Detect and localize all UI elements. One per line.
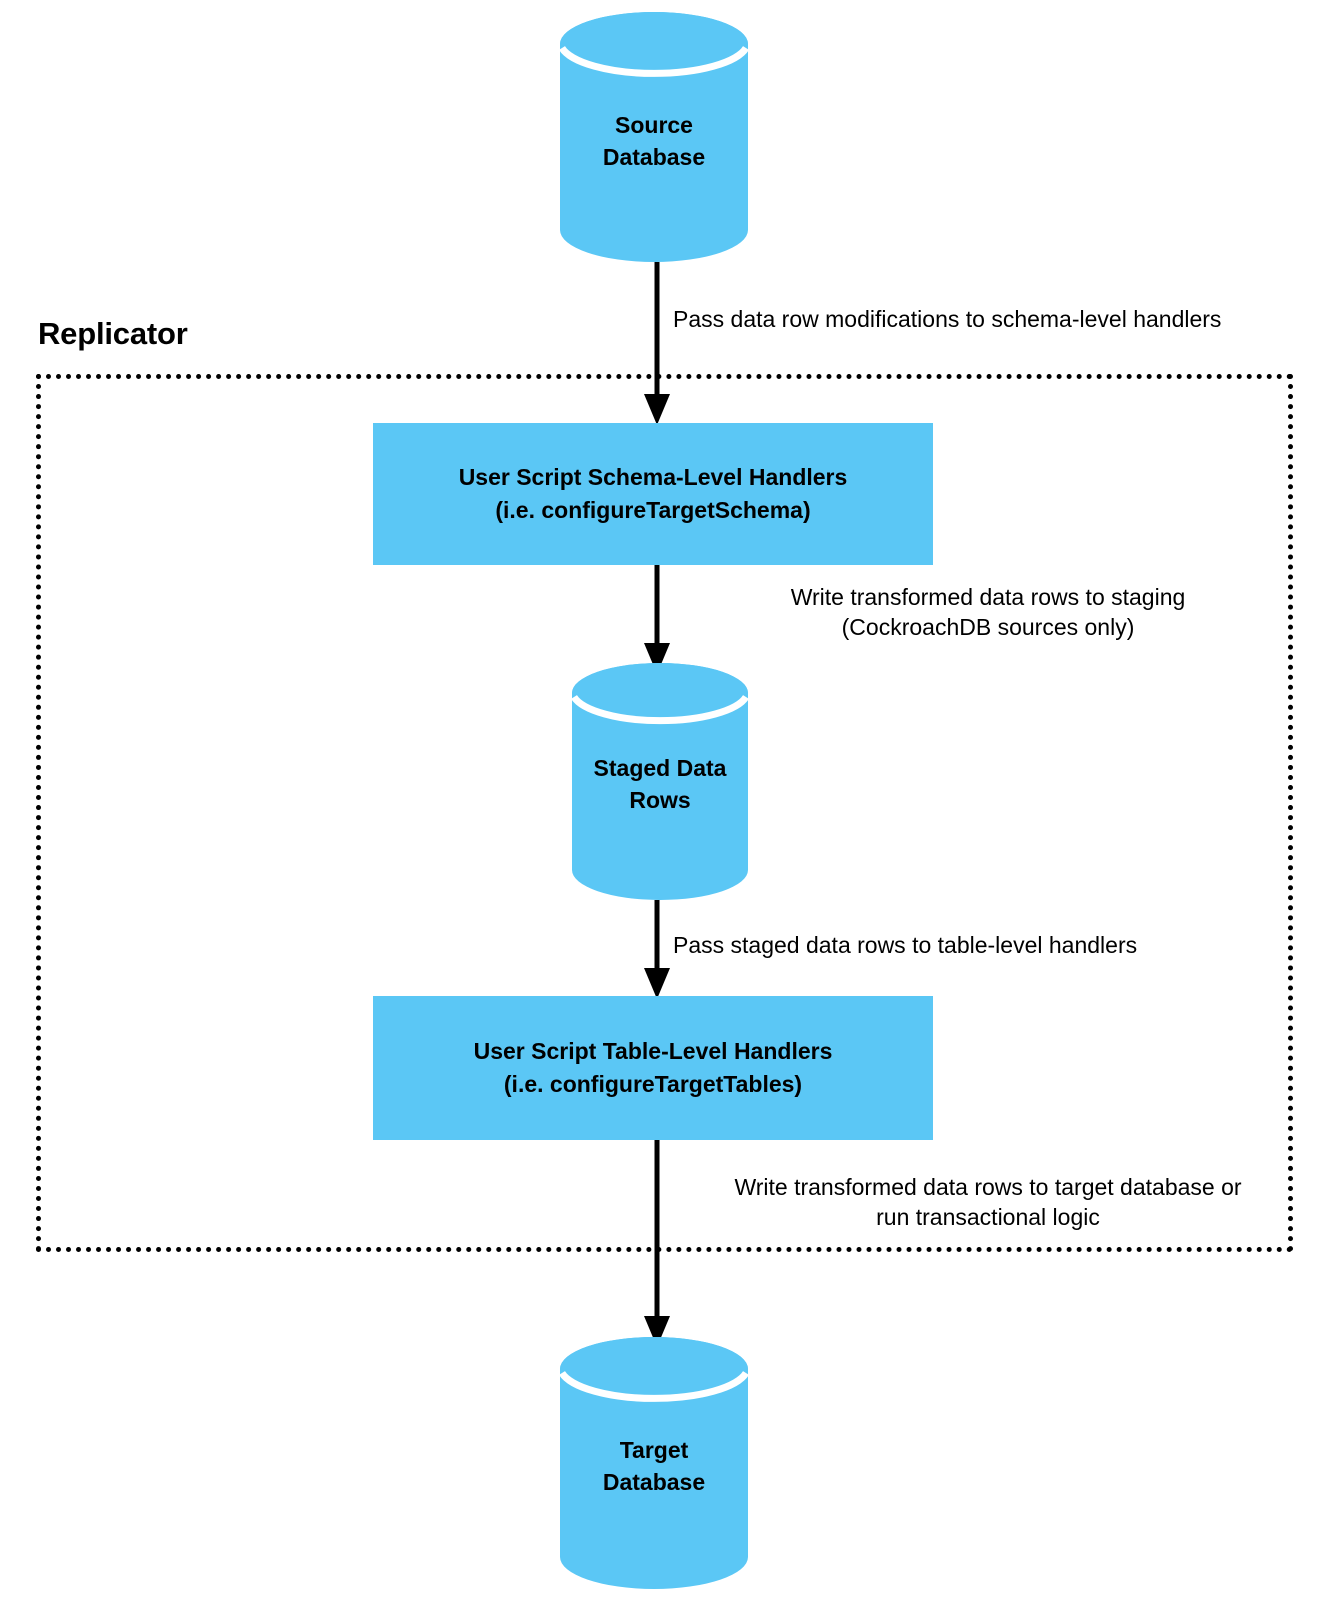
edge-table-handlers-to-target-label: Write transformed data rows to target da… <box>734 1174 1242 1231</box>
edge-staging-to-table-handlers-arrow <box>641 900 673 1000</box>
edge-schema-handlers-to-staging-label: Write transformed data rows to staging (… <box>790 584 1186 641</box>
edge-table-handlers-to-target-arrow <box>641 1140 673 1348</box>
node-target-database-label: Target Database <box>602 1437 706 1495</box>
node-source-database: Source Database <box>559 12 749 262</box>
replicator-boundary-label: Replicator <box>38 316 188 351</box>
node-table-level-handlers-label: User Script Table-Level Handlers (i.e. c… <box>473 1038 833 1097</box>
node-table-level-handlers: User Script Table-Level Handlers (i.e. c… <box>373 996 933 1140</box>
replicator-boundary-box <box>36 374 1293 1252</box>
node-staged-data-rows-label: Staged Data Rows <box>593 755 727 813</box>
edge-staging-to-table-handlers-label: Pass staged data rows to table-level han… <box>673 932 1138 958</box>
node-schema-level-handlers: User Script Schema-Level Handlers (i.e. … <box>373 423 933 565</box>
edge-schema-handlers-to-staging-arrow <box>641 565 673 675</box>
node-source-database-label: Source Database <box>602 112 706 170</box>
node-schema-level-handlers-label: User Script Schema-Level Handlers (i.e. … <box>458 464 848 523</box>
edge-source-to-schema-handlers-label: Pass data row modifications to schema-le… <box>673 306 1222 332</box>
edge-source-to-schema-handlers-arrow <box>641 262 673 426</box>
node-target-database: Target Database <box>559 1337 749 1589</box>
node-staged-data-rows: Staged Data Rows <box>571 663 749 900</box>
